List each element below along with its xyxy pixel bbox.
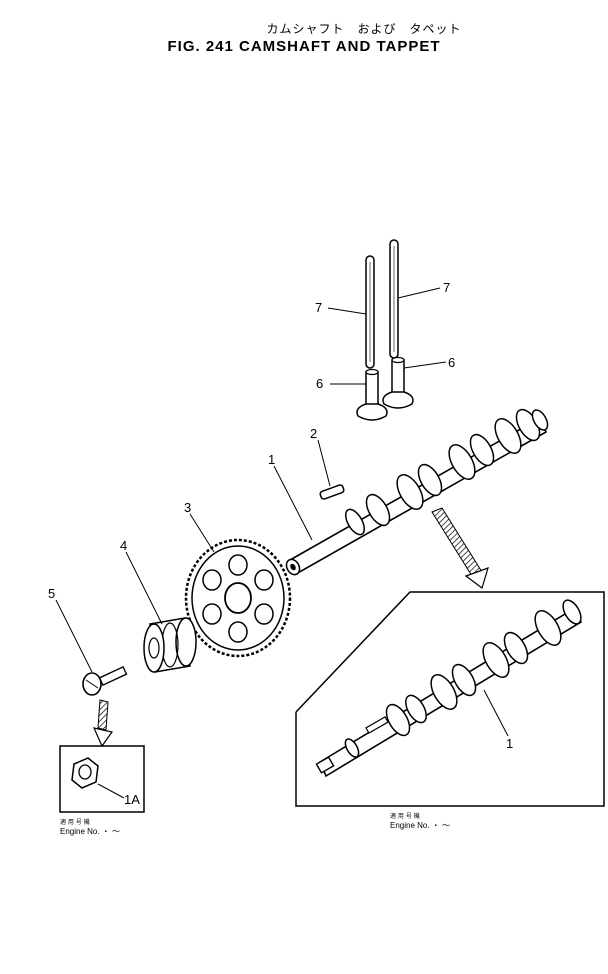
inset-box-camshaft — [295, 591, 605, 807]
thrust-spacer — [143, 617, 197, 673]
woodruff-key — [319, 484, 345, 500]
tappet-right — [382, 356, 414, 409]
callout-6-left: 6 — [316, 376, 323, 391]
callout-3: 3 — [184, 500, 191, 515]
callout-5: 5 — [48, 586, 55, 601]
bolt — [82, 665, 128, 696]
figure-title: FIG. 241 CAMSHAFT AND TAPPET — [167, 38, 441, 55]
tappet-left — [356, 368, 388, 421]
camshaft — [285, 408, 549, 576]
callout-2: 2 — [310, 426, 317, 441]
detail-arrow-right — [431, 507, 489, 589]
inset-left-serial-jp: 適 用 号 機 — [60, 818, 90, 826]
callout-6-right: 6 — [448, 355, 455, 370]
detail-arrow-left — [92, 699, 114, 748]
camshaft-gear — [184, 538, 292, 658]
callout-7-right: 7 — [443, 280, 450, 295]
push-rod-right — [389, 239, 399, 359]
callout-1: 1 — [268, 452, 275, 467]
callout-1a: 1A — [124, 792, 140, 807]
callout-4: 4 — [120, 538, 127, 553]
inset-box-nut — [59, 745, 145, 813]
inset-left-engine-no: Engine No. ・ ～ — [60, 827, 120, 836]
push-rod-left — [365, 255, 375, 369]
title-japanese: カムシャフト および タペット — [266, 22, 462, 36]
callout-7-left: 7 — [315, 300, 322, 315]
inset-right-engine-no: Engine No. ・ ～ — [390, 821, 450, 830]
leader-lines — [55, 287, 509, 799]
inset-right-serial-jp: 適 用 号 機 — [390, 812, 420, 820]
callout-1-inset: 1 — [506, 736, 513, 751]
